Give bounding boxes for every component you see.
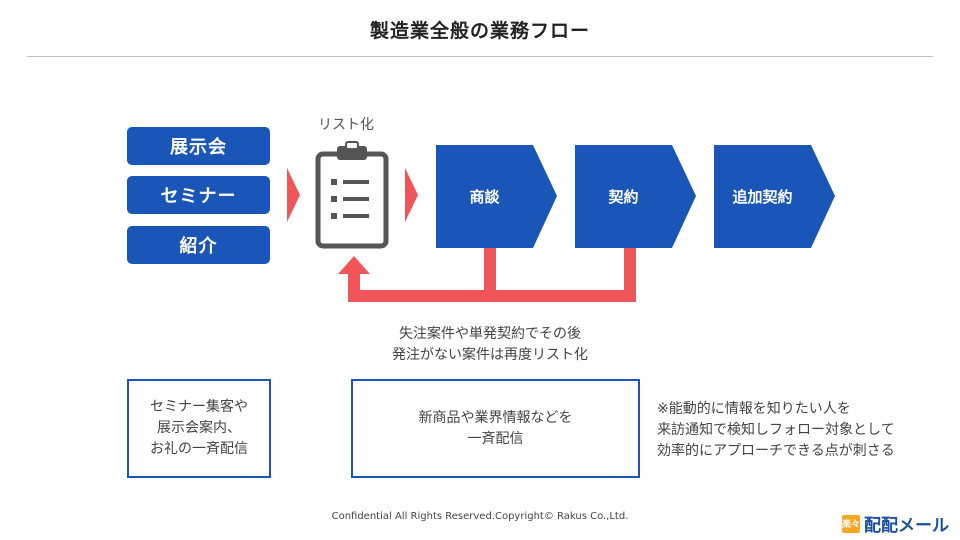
loop-note-line: 発注がない案件は再度リスト化 [392, 347, 588, 363]
source-referral: 紹介 [127, 226, 270, 264]
side-note-line: ※能動的に情報を知りたい人を [657, 401, 851, 417]
side-note-line: 効率的にアプローチできる点が刺さる [657, 443, 895, 459]
box-line: 展示会案内、 [157, 420, 241, 436]
list-label: リスト化 [318, 117, 374, 133]
feedback-loop-arrow [338, 248, 636, 302]
loop-note-line: 失注案件や単発契約でその後 [399, 326, 581, 342]
box-seminar-exhibition: セミナー集客や 展示会案内、 お礼の一斉配信 [127, 379, 271, 478]
arrow-to-list [287, 168, 300, 222]
box-product-news: 新商品や業界情報などを 一斉配信 [351, 379, 640, 478]
arrow-to-negotiation [405, 168, 418, 222]
title-divider [27, 56, 933, 57]
step-negotiation-shape [436, 145, 557, 248]
box-line: 一斉配信 [467, 430, 524, 447]
source-exhibition: 展示会 [127, 127, 270, 165]
box-line: セミナー集客や [150, 399, 248, 415]
side-note: ※能動的に情報を知りたい人を 来訪通知で検知しフォロー対象として 効率的にアプロ… [657, 399, 895, 462]
logo-text: 配配メール [864, 516, 949, 536]
clipboard-icon [315, 141, 389, 249]
box-line: 新商品や業界情報などを [418, 409, 573, 426]
side-note-line: 来訪通知で検知しフォロー対象として [657, 422, 895, 438]
brand-logo: 楽々 配配メール [842, 511, 949, 536]
step-additional-contract-shape [714, 145, 835, 248]
step-negotiation-label: 商談 [469, 188, 500, 206]
step-contract-label: 契約 [608, 188, 639, 206]
logo-badge: 楽々 [842, 514, 860, 533]
step-contract-shape [575, 145, 696, 248]
page-title: 製造業全般の業務フロー [369, 20, 590, 42]
loop-note: 失注案件や単発契約でその後 発注がない案件は再度リスト化 [330, 324, 650, 366]
box-line: お礼の一斉配信 [150, 441, 248, 457]
step-additional-contract-label: 追加契約 [732, 188, 793, 206]
source-seminar: セミナー [127, 176, 270, 214]
copyright: Confidential All Rights Reserved.Copyrig… [331, 511, 629, 522]
